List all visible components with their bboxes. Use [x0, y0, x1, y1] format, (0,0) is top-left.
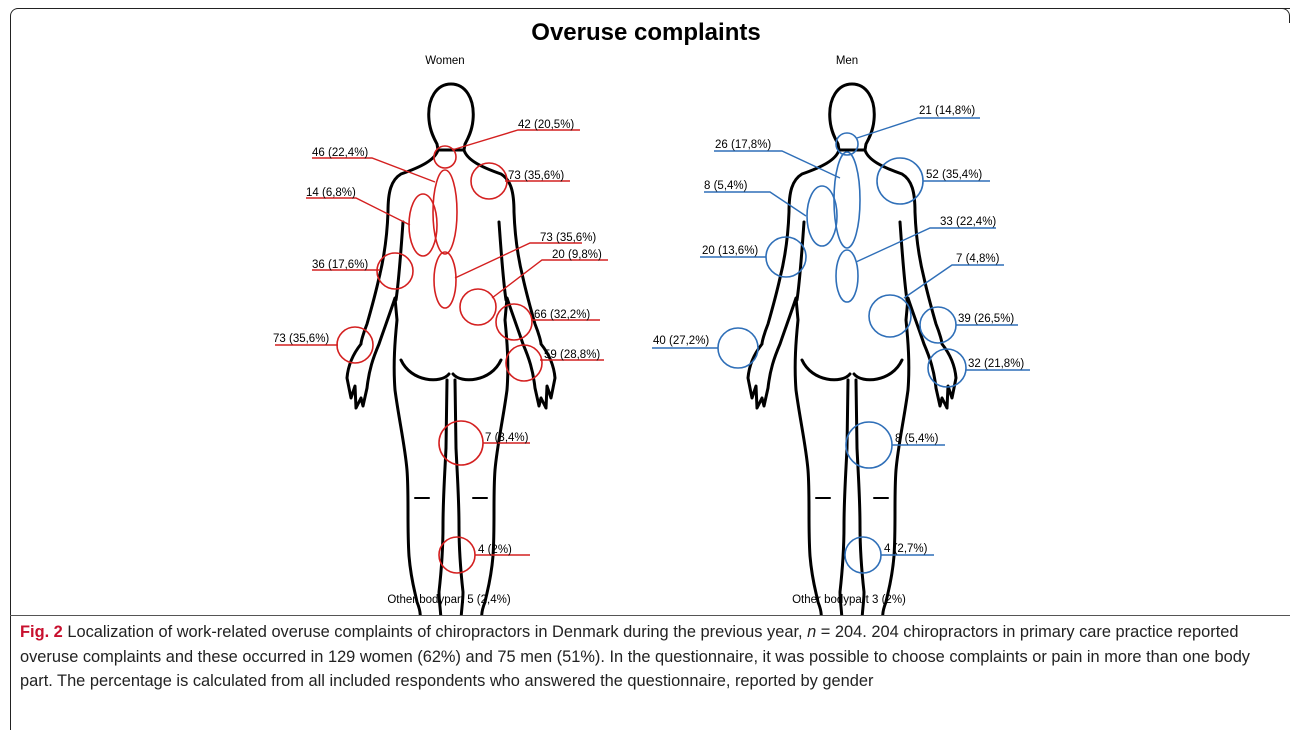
- men-value-hip: 7 (4,8%): [956, 253, 1000, 265]
- women-lower-back-ellipse: [434, 252, 456, 308]
- women-label: Women: [425, 55, 464, 67]
- women-value-wrist-left: 73 (35,6%): [273, 333, 329, 345]
- women-upper-back-ellipse: [433, 170, 457, 254]
- men-value-elbow: 20 (13,6%): [702, 245, 758, 257]
- men-value-ankle: 4 (2,7%): [884, 543, 928, 555]
- women-elbow-circle: [377, 253, 413, 289]
- figure-caption: Fig. 2 Localization of work-related over…: [20, 620, 1280, 694]
- women-markers: [337, 146, 542, 573]
- women-other-bodypart: Other bodypart 5 (2,4%): [387, 594, 511, 606]
- women-value-upper-arm: 14 (6,8%): [306, 187, 356, 199]
- women-value-elbow: 36 (17,6%): [312, 259, 368, 271]
- women-value-shoulder: 73 (35,6%): [508, 170, 564, 182]
- women-value-hip: 20 (9,8%): [552, 249, 602, 261]
- women-wrist-left-circle: [337, 327, 373, 363]
- men-value-hand: 32 (21,8%): [968, 358, 1024, 370]
- women-value-lower-back: 73 (35,6%): [540, 232, 596, 244]
- men-other-bodypart: Other bodypart 3 (2%): [792, 594, 906, 606]
- caption-n-symbol: n: [807, 623, 816, 641]
- men-value-neck: 21 (14,8%): [919, 105, 975, 117]
- women-value-neck: 42 (20,5%): [518, 119, 574, 131]
- men-body-silhouette: [748, 84, 956, 615]
- men-value-wrist-right: 39 (26,5%): [958, 313, 1014, 325]
- caption-text-part-1: Localization of work-related overuse com…: [63, 623, 807, 641]
- men-value-lower-back: 33 (22,4%): [940, 216, 996, 228]
- men-lower-back-ellipse: [836, 250, 858, 302]
- men-label: Men: [836, 55, 858, 67]
- women-value-ankle: 4 (2%): [478, 544, 512, 556]
- men-shoulder-circle: [877, 158, 923, 204]
- figure-label: Fig. 2: [20, 623, 63, 641]
- men-hip-circle: [869, 295, 911, 337]
- men-wrist-left-circle: [718, 328, 758, 368]
- women-body-silhouette: [347, 84, 555, 615]
- women-value-knee: 7 (3,4%): [485, 432, 529, 444]
- men-knee-circle: [846, 422, 892, 468]
- men-value-upper-arm: 8 (5,4%): [704, 180, 748, 192]
- men-value-upper-back: 26 (17,8%): [715, 139, 771, 151]
- body-map-diagram: Women 42 (20,5%) 46 (22,4%) 73 (35,6%) 1…: [0, 0, 1292, 615]
- women-value-wrist-right: 66 (32,2%): [534, 309, 590, 321]
- men-value-shoulder: 52 (35,4%): [926, 169, 982, 181]
- women-value-hand: 59 (28,8%): [544, 349, 600, 361]
- men-upper-arm-ellipse: [807, 186, 837, 246]
- caption-divider: [10, 615, 1290, 616]
- men-value-wrist-left: 40 (27,2%): [653, 335, 709, 347]
- women-hip-circle: [460, 289, 496, 325]
- men-value-knee: 8 (5,4%): [895, 433, 939, 445]
- women-ankle-circle: [439, 537, 475, 573]
- women-values: 42 (20,5%) 46 (22,4%) 73 (35,6%) 14 (6,8…: [273, 119, 602, 556]
- women-value-upper-back: 46 (22,4%): [312, 147, 368, 159]
- men-values: 21 (14,8%) 26 (17,8%) 52 (35,4%) 8 (5,4%…: [653, 105, 1024, 555]
- men-upper-back-ellipse: [834, 152, 860, 248]
